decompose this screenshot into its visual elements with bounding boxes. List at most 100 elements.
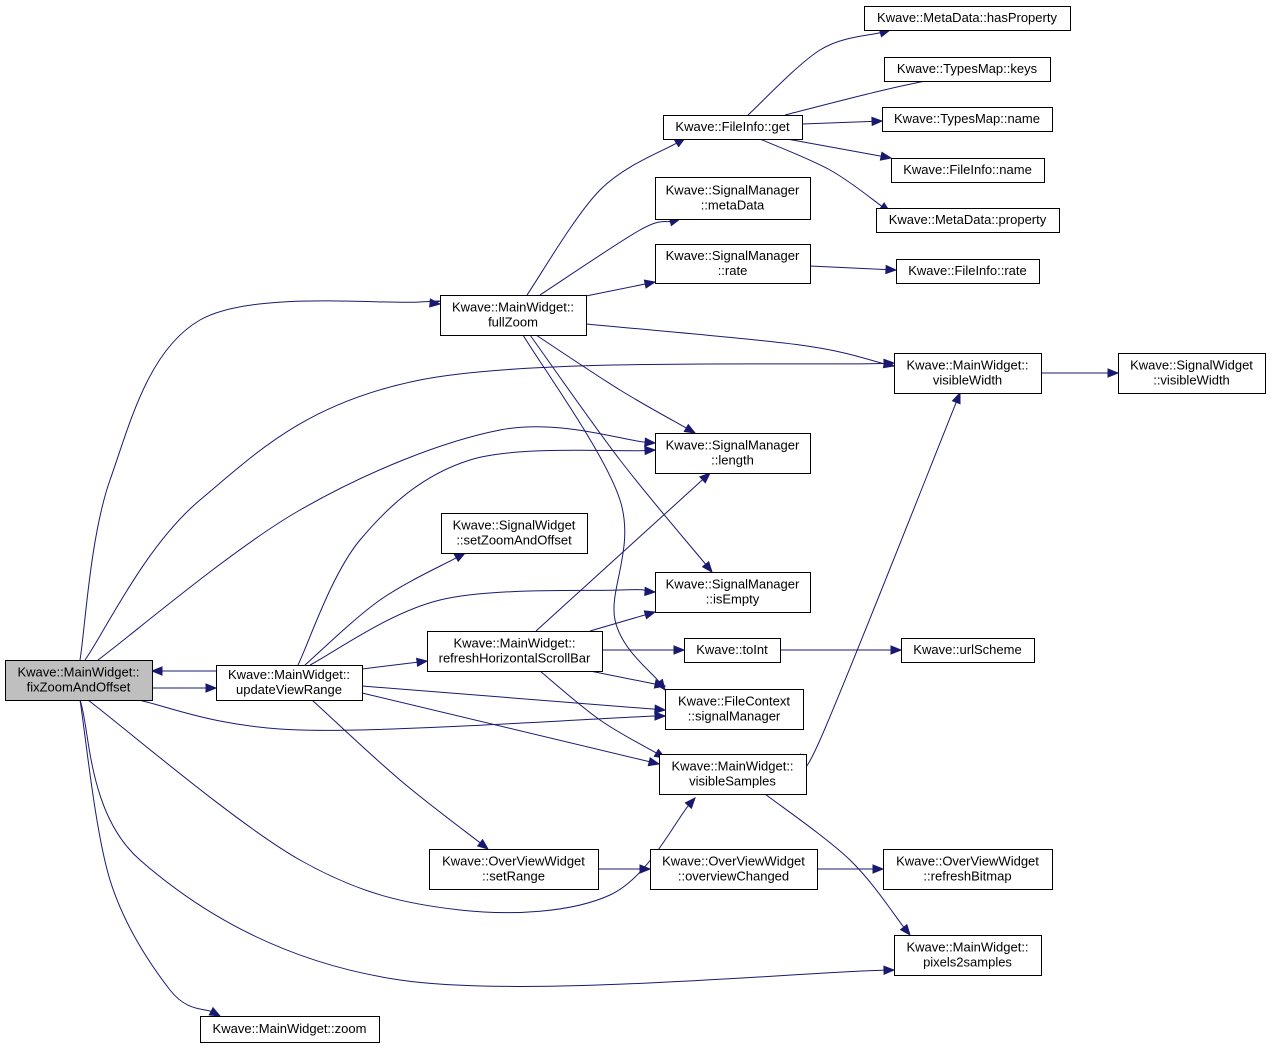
edge-updateViewRange-to-fixZoomAndOffset bbox=[150, 666, 216, 676]
node-label: ::metaData bbox=[701, 198, 765, 213]
node-label: Kwave::MainWidget:: bbox=[453, 636, 575, 651]
node-label: fixZoomAndOffset bbox=[27, 680, 131, 695]
node-typesMapKeys[interactable]: Kwave::TypesMap::keys bbox=[884, 57, 1051, 82]
arrowhead bbox=[643, 610, 657, 620]
node-toInt[interactable]: Kwave::toInt bbox=[684, 638, 781, 663]
node-swSetZoomAndOffset[interactable]: Kwave::SignalWidget::setZoomAndOffset bbox=[441, 513, 588, 554]
node-label: Kwave::MetaData::hasProperty bbox=[877, 10, 1057, 25]
edge-line bbox=[764, 793, 905, 929]
edge-fixZoomAndOffset-to-fullZoom bbox=[79, 298, 442, 661]
edge-toInt-to-urlScheme bbox=[780, 645, 903, 655]
edge-line bbox=[304, 556, 458, 666]
edge-fixZoomAndOffset-to-mwVisibleWidth bbox=[84, 358, 896, 661]
edge-line bbox=[747, 31, 882, 116]
edge-line bbox=[84, 362, 886, 661]
edge-line bbox=[522, 334, 661, 683]
edge-line bbox=[585, 283, 647, 297]
arrowhead bbox=[150, 666, 163, 676]
node-updateViewRange[interactable]: Kwave::MainWidget::updateViewRange bbox=[216, 665, 363, 701]
node-smIsEmpty[interactable]: Kwave::SignalManager::isEmpty bbox=[655, 572, 811, 613]
nodes: Kwave::MainWidget::fixZoomAndOffsetKwave… bbox=[5, 6, 1266, 1043]
node-box bbox=[440, 295, 587, 336]
node-box bbox=[5, 660, 153, 701]
edge-line bbox=[79, 300, 441, 661]
node-label: Kwave::SignalManager bbox=[666, 438, 800, 453]
node-box bbox=[901, 638, 1035, 663]
arrowhead bbox=[644, 445, 657, 456]
edge-refreshHScroll-to-fcSignalManager bbox=[589, 670, 667, 689]
arrowhead bbox=[879, 151, 893, 161]
edge-line bbox=[529, 334, 707, 566]
edge-fixZoomAndOffset-to-pixels2samples bbox=[79, 699, 896, 987]
node-box bbox=[429, 849, 599, 890]
arrowhead bbox=[882, 359, 896, 369]
node-label: Kwave::OverViewWidget bbox=[442, 854, 585, 869]
edge-line bbox=[535, 478, 704, 632]
node-urlScheme[interactable]: Kwave::urlScheme bbox=[901, 638, 1035, 663]
edge-line bbox=[309, 589, 647, 666]
edge-line bbox=[361, 685, 657, 710]
node-mwZoom[interactable]: Kwave::MainWidget::zoom bbox=[200, 1016, 380, 1043]
node-box bbox=[864, 6, 1071, 31]
node-refreshHScroll[interactable]: Kwave::MainWidget::refreshHorizontalScro… bbox=[427, 631, 603, 672]
node-ovSetRange[interactable]: Kwave::OverViewWidget::setRange bbox=[429, 849, 599, 890]
arrowhead bbox=[653, 679, 667, 689]
node-fileInfoGet[interactable]: Kwave::FileInfo::get bbox=[663, 115, 803, 140]
edge-fileInfoGet-to-typesMapName bbox=[801, 116, 884, 127]
node-label: Kwave::MainWidget:: bbox=[906, 940, 1028, 955]
node-smMetaData[interactable]: Kwave::SignalManager::metaData bbox=[655, 177, 811, 220]
node-label: ::setRange bbox=[482, 869, 545, 884]
node-fullZoom[interactable]: Kwave::MainWidget::fullZoom bbox=[440, 295, 587, 336]
arrowhead bbox=[644, 586, 657, 597]
edge-updateViewRange-to-ovSetRange bbox=[311, 699, 490, 850]
node-label: Kwave::SignalWidget bbox=[1130, 358, 1253, 373]
node-label: updateViewRange bbox=[236, 682, 342, 697]
edge-fixZoomAndOffset-to-smLength bbox=[97, 426, 657, 661]
edge-fullZoom-to-smRate bbox=[585, 279, 657, 297]
node-box bbox=[655, 177, 811, 220]
arrowhead bbox=[699, 472, 711, 484]
edges bbox=[79, 28, 1120, 1017]
node-box bbox=[882, 107, 1053, 132]
node-label: ::setZoomAndOffset bbox=[456, 533, 572, 548]
arrowhead bbox=[683, 423, 697, 434]
edge-line bbox=[589, 614, 647, 632]
edge-line bbox=[361, 661, 419, 670]
node-pixels2samples[interactable]: Kwave::MainWidget::pixels2samples bbox=[894, 935, 1042, 976]
node-label: ::isEmpty bbox=[706, 592, 760, 607]
arrowhead bbox=[647, 756, 661, 767]
node-box bbox=[663, 115, 803, 140]
edge-line bbox=[311, 699, 482, 844]
edge-fullZoom-to-smLength bbox=[535, 334, 697, 434]
node-metaDataProperty[interactable]: Kwave::MetaData::property bbox=[876, 208, 1060, 233]
arrowhead bbox=[654, 704, 667, 714]
node-ovRefreshBitmap[interactable]: Kwave::OverViewWidget::refreshBitmap bbox=[883, 849, 1053, 890]
node-mwVisibleWidth[interactable]: Kwave::MainWidget::visibleWidth bbox=[894, 353, 1042, 394]
node-ovOverviewChanged[interactable]: Kwave::OverViewWidget::overviewChanged bbox=[650, 849, 818, 890]
edge-fileInfoGet-to-fileInfoName bbox=[786, 138, 893, 161]
node-label: Kwave::SignalManager bbox=[666, 183, 800, 198]
node-hasProperty[interactable]: Kwave::MetaData::hasProperty bbox=[864, 6, 1071, 31]
node-label: Kwave::MainWidget:: bbox=[452, 300, 574, 315]
edge-fullZoom-to-smIsEmpty bbox=[529, 334, 713, 574]
node-box bbox=[200, 1016, 380, 1043]
node-fcSignalManager[interactable]: Kwave::FileContext::signalManager bbox=[665, 689, 804, 730]
node-label: Kwave::MainWidget:: bbox=[671, 759, 793, 774]
node-smLength[interactable]: Kwave::SignalManager::length bbox=[655, 433, 811, 474]
arrowhead bbox=[208, 1006, 222, 1017]
arrowhead bbox=[871, 116, 884, 127]
node-fileInfoRate[interactable]: Kwave::FileInfo::rate bbox=[896, 259, 1040, 284]
node-visibleSamples[interactable]: Kwave::MainWidget::visibleSamples bbox=[659, 754, 807, 795]
node-typesMapName[interactable]: Kwave::TypesMap::name bbox=[882, 107, 1053, 132]
edge-line bbox=[361, 692, 651, 763]
node-box bbox=[896, 259, 1040, 284]
node-fileInfoName[interactable]: Kwave::FileInfo::name bbox=[891, 158, 1045, 183]
node-fixZoomAndOffset[interactable]: Kwave::MainWidget::fixZoomAndOffset bbox=[5, 660, 153, 701]
arrowhead bbox=[1107, 368, 1120, 378]
node-label: Kwave::toInt bbox=[696, 642, 768, 657]
node-label: Kwave::MainWidget:: bbox=[17, 665, 139, 680]
node-label: Kwave::MainWidget:: bbox=[906, 358, 1028, 373]
edge-mwVisibleWidth-to-swVisibleWidth bbox=[1041, 368, 1120, 378]
node-swVisibleWidth[interactable]: Kwave::SignalWidget::visibleWidth bbox=[1118, 353, 1266, 394]
node-smRate[interactable]: Kwave::SignalManager::rate bbox=[655, 244, 811, 284]
